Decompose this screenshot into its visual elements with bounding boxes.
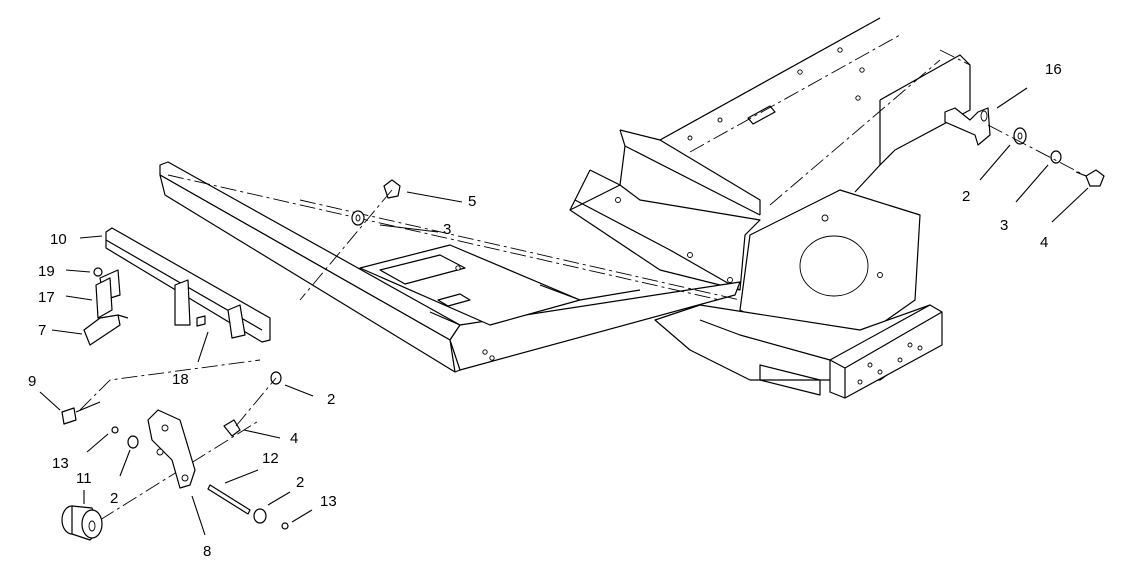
callout-5: 5 [468,193,476,210]
callout-2: 2 [296,474,304,491]
deck-support-arm [159,161,741,373]
callout-7: 7 [38,322,46,339]
callouts: 16 5 3 10 19 17 7 18 9 2 4 13 2 11 12 2 [28,61,1089,560]
callout-13: 13 [320,493,337,510]
pivot-assembly [61,359,289,541]
callout-10: 10 [50,231,67,248]
callout-2: 2 [327,391,335,408]
main-frame [569,17,971,399]
right-hardware [987,124,1105,187]
skid-bracket [99,227,271,343]
callout-4: 4 [290,430,298,447]
callout-9: 9 [28,373,36,390]
callout-18: 18 [172,371,189,388]
callout-17: 17 [38,289,55,306]
callout-11: 11 [76,470,92,487]
part-16-bracket [939,49,991,146]
callout-2: 2 [962,188,970,205]
callout-2: 2 [110,490,118,507]
callout-19: 19 [38,263,55,280]
callout-3: 3 [1000,217,1008,234]
callout-8: 8 [203,543,211,560]
callout-16: 16 [1045,61,1062,78]
callout-13: 13 [52,455,69,472]
left-small-parts [83,267,129,346]
callout-12: 12 [262,450,279,467]
nut-and-washer [299,179,401,301]
callout-3: 3 [443,221,451,238]
part-18-bolt [196,315,206,327]
callout-4: 4 [1040,234,1048,251]
